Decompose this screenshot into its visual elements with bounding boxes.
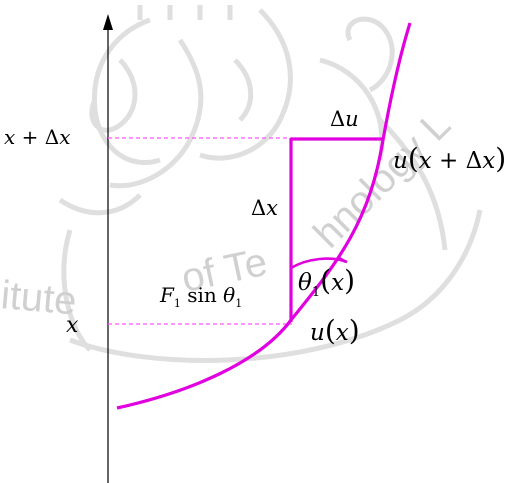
axis-arrowhead: [103, 14, 113, 30]
label-delta-x: Δx: [251, 196, 278, 220]
watermark-text-left: itute: [0, 273, 78, 323]
label-u-x: u(x): [310, 314, 360, 347]
label-x: x: [66, 313, 79, 338]
label-force-component: F1 sin θ1: [159, 283, 242, 310]
label-x-plus-dx: x + Δx: [4, 125, 70, 149]
watermark-seal: [58, 5, 483, 363]
label-theta1-x: θ1(x): [298, 264, 355, 300]
angle-arc-tick: [337, 256, 348, 263]
label-delta-u: Δu: [330, 107, 359, 131]
angle-arc: [290, 257, 348, 270]
label-u-x-plus-dx: u(x + Δx): [393, 142, 506, 175]
